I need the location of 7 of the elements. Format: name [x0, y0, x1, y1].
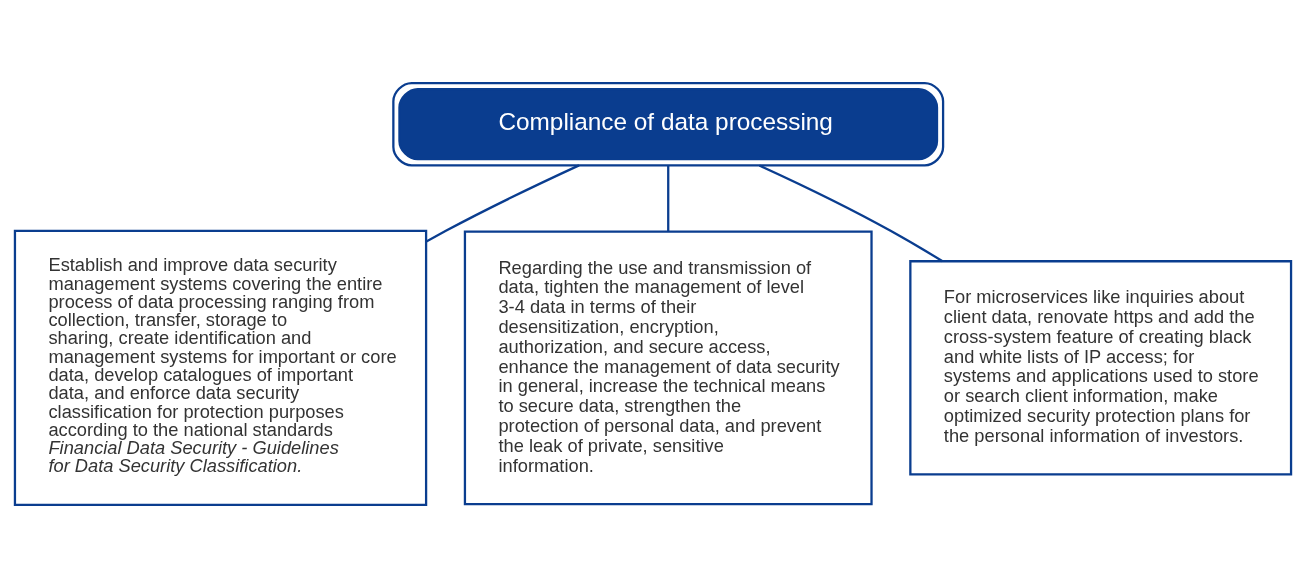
- connector: [667, 165, 670, 232]
- connector: [425, 164, 580, 243]
- connector: [758, 164, 944, 263]
- node-box: Compliance of data processing: [392, 81, 945, 167]
- node-box: Regarding the use and transmission of data, tighten the management of level 3-4 data in terms of their desensitization, encryption, authorization, and secure access, enhance the management of data security in general, increase the technical means to secure data, strengthen the protection of personal data, and prevent the leak of private, sensitive information.: [463, 230, 873, 506]
- node-box: For microservices like inquiries about client data, renovate https and add the cross-system feature of creating black and white lists of IP access; for systems and applications used to store or search client information, make optimized security protection plans for the personal information of investors.: [909, 260, 1293, 476]
- node-box: Establish and improve data security management systems covering the entire process of data processing ranging from collection, transfer, storage to sharing, create identification and management systems for important or core data, develop catalogues of important data, and enforce data security classification for protection purposes according to the national standards Financial Data Security - Guidelines for Data Security Classification.: [13, 229, 428, 507]
